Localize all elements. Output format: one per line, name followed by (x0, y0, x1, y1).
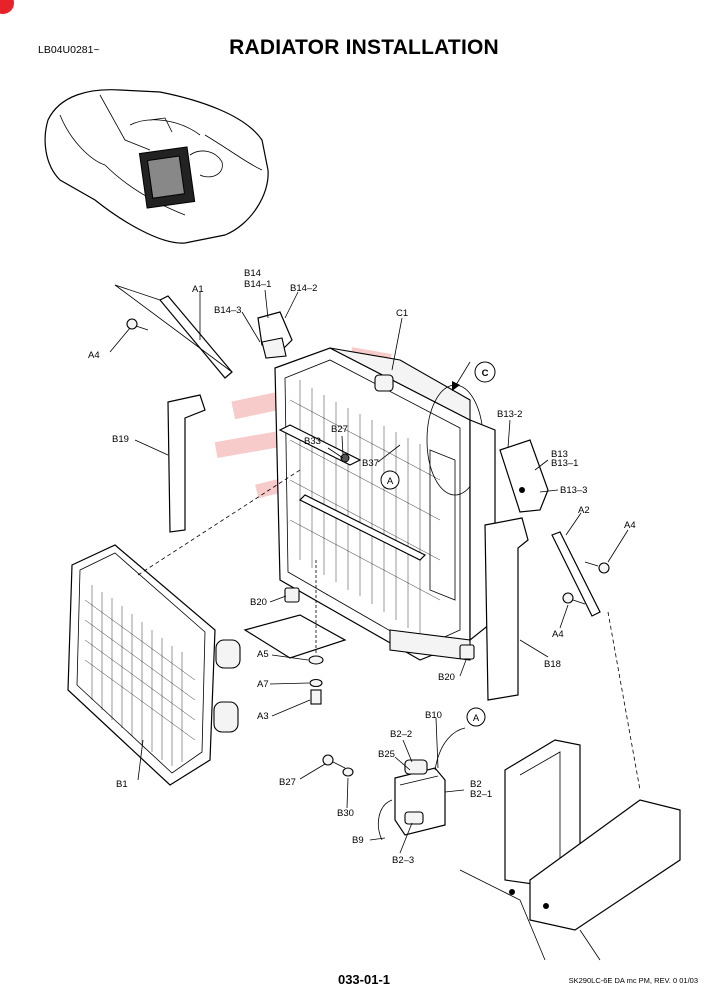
bolt-b27-lower (322, 754, 346, 769)
callout-b20-right: B20 (438, 672, 455, 683)
callout-b9: B9 (352, 835, 364, 846)
reserve-tank-b2 (377, 727, 466, 841)
page-number: 033-01-1 (337, 972, 391, 987)
view-marker-a-2 (466, 707, 486, 727)
frame-structure (459, 739, 681, 961)
mount-pad-b20-right (459, 644, 475, 660)
callout-a7: A7 (257, 679, 269, 690)
radiator-assembly-c1 (274, 347, 471, 661)
callout-a5: A5 (257, 649, 269, 660)
callout-b13-2: B13-2 (497, 409, 522, 420)
serial-number: LB04U0281~ (38, 44, 100, 56)
callout-c1: C1 (396, 308, 408, 319)
bolt-a4-right-upper (584, 561, 610, 574)
callout-b14: B14 (244, 268, 261, 279)
washer-b30 (342, 767, 354, 777)
callout-labels: A1 A4 B19 B14 B14–1 B14–2 B14–3 C1 B33 B… (88, 268, 636, 866)
revision-info: SK290LC-6E DA mc PM, REV. 0 01/03 (568, 976, 698, 985)
stay-rod-a2 (551, 531, 601, 617)
callout-b2-1: B2–1 (470, 789, 492, 800)
callout-a1: A1 (192, 284, 204, 295)
callout-a4-right-lower: A4 (552, 629, 564, 640)
view-marker-a-1 (380, 470, 400, 490)
callout-b13: B13 (551, 449, 568, 460)
radiator-core-b1 (67, 544, 241, 786)
view-marker-a-2-label: A (473, 713, 480, 724)
seal-strip-b19 (167, 394, 206, 533)
mount-pad-b20-left (284, 587, 300, 603)
leader-lines (109, 284, 641, 854)
callout-a3: A3 (257, 711, 269, 722)
seal-strip-b18 (484, 517, 529, 701)
callout-a4-right-upper: A4 (624, 520, 636, 531)
callout-b20-left: B20 (250, 597, 267, 608)
callout-b18: B18 (544, 659, 561, 670)
callout-b27-lower: B27 (279, 777, 296, 788)
callout-b33: B33 (304, 436, 321, 447)
view-marker-c (474, 361, 496, 383)
view-marker-c-label: C (482, 368, 489, 379)
callout-b27-upper: B27 (331, 424, 348, 435)
callout-b37: B37 (362, 458, 379, 469)
callout-b2-3: B2–3 (392, 855, 414, 866)
callout-b30: B30 (337, 808, 354, 819)
callout-b14-2: B14–2 (290, 283, 317, 294)
callout-b14-3: B14–3 (214, 305, 241, 316)
bolt-a4-left (126, 318, 149, 331)
callout-b2-2: B2–2 (390, 729, 412, 740)
bracket-b14 (257, 311, 293, 359)
callout-b13-3: B13–3 (560, 485, 587, 496)
callout-a4-left: A4 (88, 350, 100, 361)
mount-plate (243, 614, 347, 659)
callout-b1: B1 (116, 779, 128, 790)
callout-b2: B2 (470, 779, 482, 790)
callout-b14-1: B14–1 (244, 279, 271, 290)
location-overview-illustration (44, 89, 269, 244)
callout-b10: B10 (425, 710, 442, 721)
bolt-a4-right-lower (562, 592, 586, 605)
callout-b25: B25 (378, 749, 395, 760)
corner-marker (0, 0, 14, 14)
bracket-b13 (499, 439, 549, 513)
washers-a5-a7-a3 (308, 655, 324, 705)
callout-b13-1: B13–1 (551, 458, 578, 469)
callout-a2: A2 (578, 505, 590, 516)
callout-b19: B19 (112, 434, 129, 445)
view-marker-a-1-label: A (387, 476, 394, 487)
page-title: RADIATOR INSTALLATION (229, 36, 499, 59)
